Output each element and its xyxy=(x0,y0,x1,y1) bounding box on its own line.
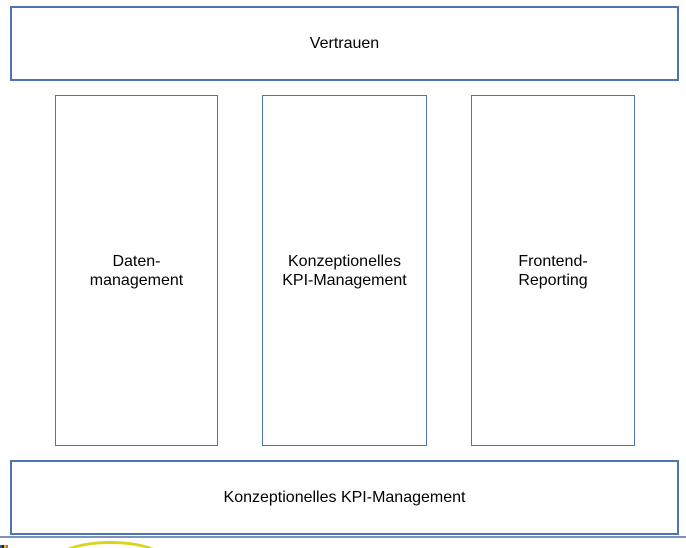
yellow-highlight-ellipse-icon xyxy=(55,541,166,548)
fragment-pixel-orange xyxy=(6,545,8,548)
column-kpi-management-label: Konzeptionelles KPI-Management xyxy=(282,252,407,289)
column-datenmanagement-label: Daten- management xyxy=(89,252,184,289)
fragment-pixel-blue xyxy=(0,545,2,548)
top-bar-vertrauen: Vertrauen xyxy=(10,6,679,81)
fragment-pixel-yellow xyxy=(4,545,6,548)
bottom-bar-kpi-management: Konzeptionelles KPI-Management xyxy=(10,460,679,535)
column-frontend-reporting: Frontend- Reporting xyxy=(471,95,635,446)
slide-bottom-edge-line xyxy=(0,536,686,538)
cropped-icon-fragment xyxy=(0,545,8,548)
column-konzeptionelles-kpi-management: Konzeptionelles KPI-Management xyxy=(262,95,427,446)
top-bar-label: Vertrauen xyxy=(309,35,380,52)
column-datenmanagement: Daten- management xyxy=(55,95,218,446)
bottom-bar-label: Konzeptionelles KPI-Management xyxy=(223,489,466,506)
fragment-pixel-dark xyxy=(2,545,4,548)
column-frontend-reporting-label: Frontend- Reporting xyxy=(518,252,588,289)
